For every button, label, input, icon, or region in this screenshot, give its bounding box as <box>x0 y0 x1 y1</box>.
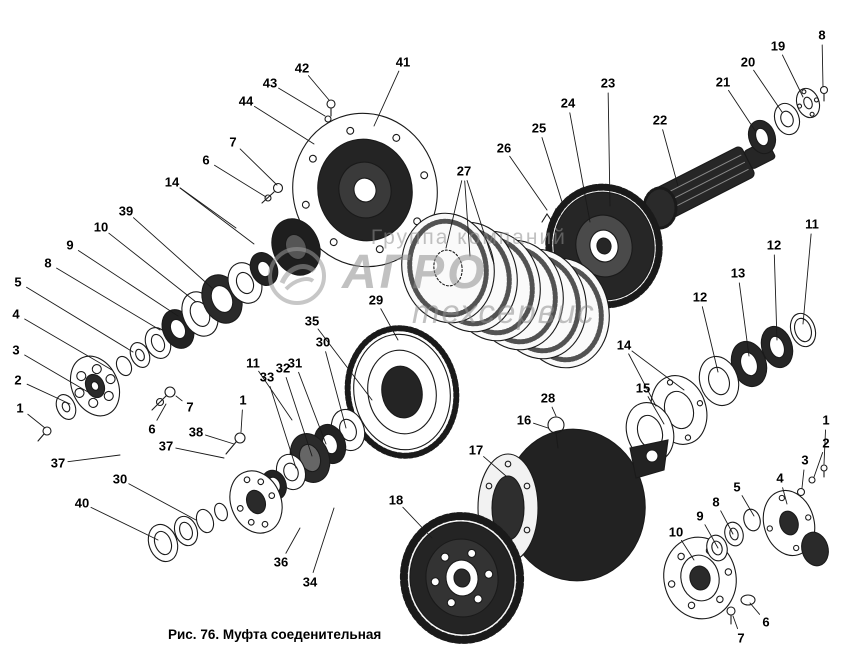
part-washers-bottom-left <box>147 502 228 563</box>
part-bearings-top-right <box>747 85 829 155</box>
part-coupling-half-right <box>762 464 829 567</box>
part-left-chain <box>37 218 321 442</box>
part-eye-bolt <box>547 416 565 449</box>
part-clutch-pack <box>401 212 610 369</box>
figure-caption: Рис. 76. Муфта соеденительная <box>168 627 382 642</box>
part-bolt-bottom-right <box>726 594 756 625</box>
part-breather-bolt <box>324 99 336 123</box>
part-spring-pin <box>541 195 573 223</box>
part-end-plate <box>229 470 283 534</box>
part-bolts-lower-left <box>151 386 246 455</box>
part-housing-bolt <box>261 182 284 204</box>
part-housing-front <box>292 112 438 268</box>
part-gear-wheel <box>399 512 525 644</box>
part-gear-ring <box>344 325 460 459</box>
part-middle-stack <box>229 408 366 534</box>
part-star-flange <box>69 355 121 417</box>
leader-lines <box>24 44 826 630</box>
